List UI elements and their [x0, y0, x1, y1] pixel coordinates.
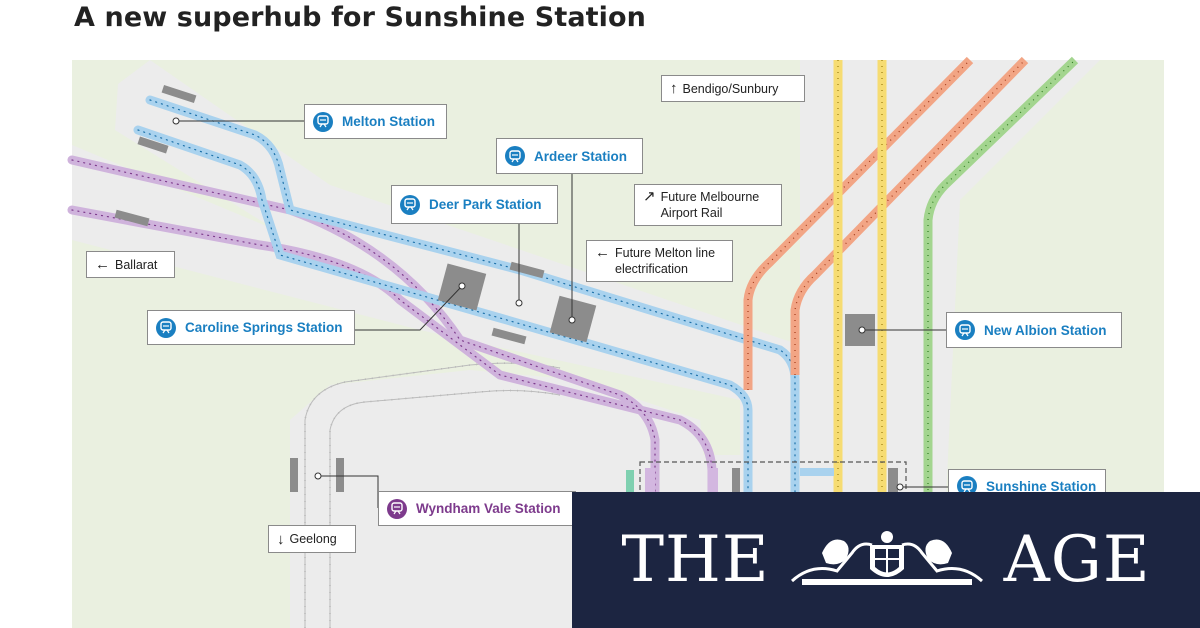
station-name: Wyndham Vale Station: [416, 501, 561, 516]
station-label-new-albion: New Albion Station: [946, 312, 1122, 348]
purple-lines: [67, 155, 717, 628]
direction-text-line-2: electrification: [615, 262, 688, 276]
direction-text-line-1: Future Melbourne: [660, 190, 760, 204]
arrow-up-icon: ↑: [670, 80, 678, 97]
station-name: Caroline Springs Station: [185, 320, 343, 335]
direction-text: Ballarat: [115, 257, 158, 272]
brand-word-left: THE: [621, 523, 770, 597]
station-label-melton: Melton Station: [304, 104, 447, 139]
station-name: New Albion Station: [984, 322, 1107, 338]
green-line: [923, 56, 1079, 628]
train-icon: [957, 476, 977, 496]
brand-word-right: AGE: [1003, 523, 1151, 597]
the-age-masthead: THE AGE: [572, 492, 1200, 628]
page-title: A new superhub for Sunshine Station: [74, 2, 646, 33]
direction-text: Bendigo/Sunbury: [682, 81, 779, 96]
direction-text-line-2: Airport Rail: [660, 206, 723, 220]
station-label-ardeer: Ardeer Station: [496, 138, 643, 174]
leader-lines: [176, 120, 948, 508]
direction-label-ballarat: ← Ballarat: [86, 251, 175, 278]
arrow-left-icon: ←: [595, 244, 610, 261]
train-icon: [387, 498, 407, 519]
station-name: Melton Station: [342, 114, 435, 129]
station-name: Ardeer Station: [534, 148, 628, 164]
station-name: Sunshine Station: [986, 478, 1097, 494]
train-icon: [313, 111, 333, 132]
arrow-left-icon: ←: [95, 256, 110, 273]
sunshine-station-outline: [639, 461, 907, 511]
coat-of-arms-icon: [782, 523, 992, 598]
station-dots: [172, 117, 904, 491]
orange-lines: [743, 56, 1029, 390]
station-label-caroline-springs: Caroline Springs Station: [147, 310, 355, 345]
station-name: Deer Park Station: [429, 197, 542, 212]
sunshine-platform-green: [626, 470, 634, 502]
train-icon: [955, 320, 975, 340]
train-icon: [156, 317, 176, 338]
direction-label-bendigo-sunbury: ↑ Bendigo/Sunbury: [661, 75, 805, 102]
station-label-deer-park: Deer Park Station: [391, 185, 558, 224]
train-icon: [505, 146, 525, 166]
train-icon: [400, 194, 420, 215]
direction-label-geelong: ↓ Geelong: [268, 525, 356, 553]
direction-text-line-1: Future Melton line: [615, 246, 716, 260]
direction-label-airport-rail: ↗ Future Melbourne Airport Rail: [634, 184, 782, 226]
direction-text: Geelong: [289, 532, 337, 546]
arrow-up-right-icon: ↗: [643, 188, 656, 205]
arrow-down-icon: ↓: [277, 530, 285, 548]
station-label-wyndham-vale: Wyndham Vale Station: [378, 491, 576, 526]
direction-label-melton-electrification: ← Future Melton line electrification: [586, 240, 733, 282]
